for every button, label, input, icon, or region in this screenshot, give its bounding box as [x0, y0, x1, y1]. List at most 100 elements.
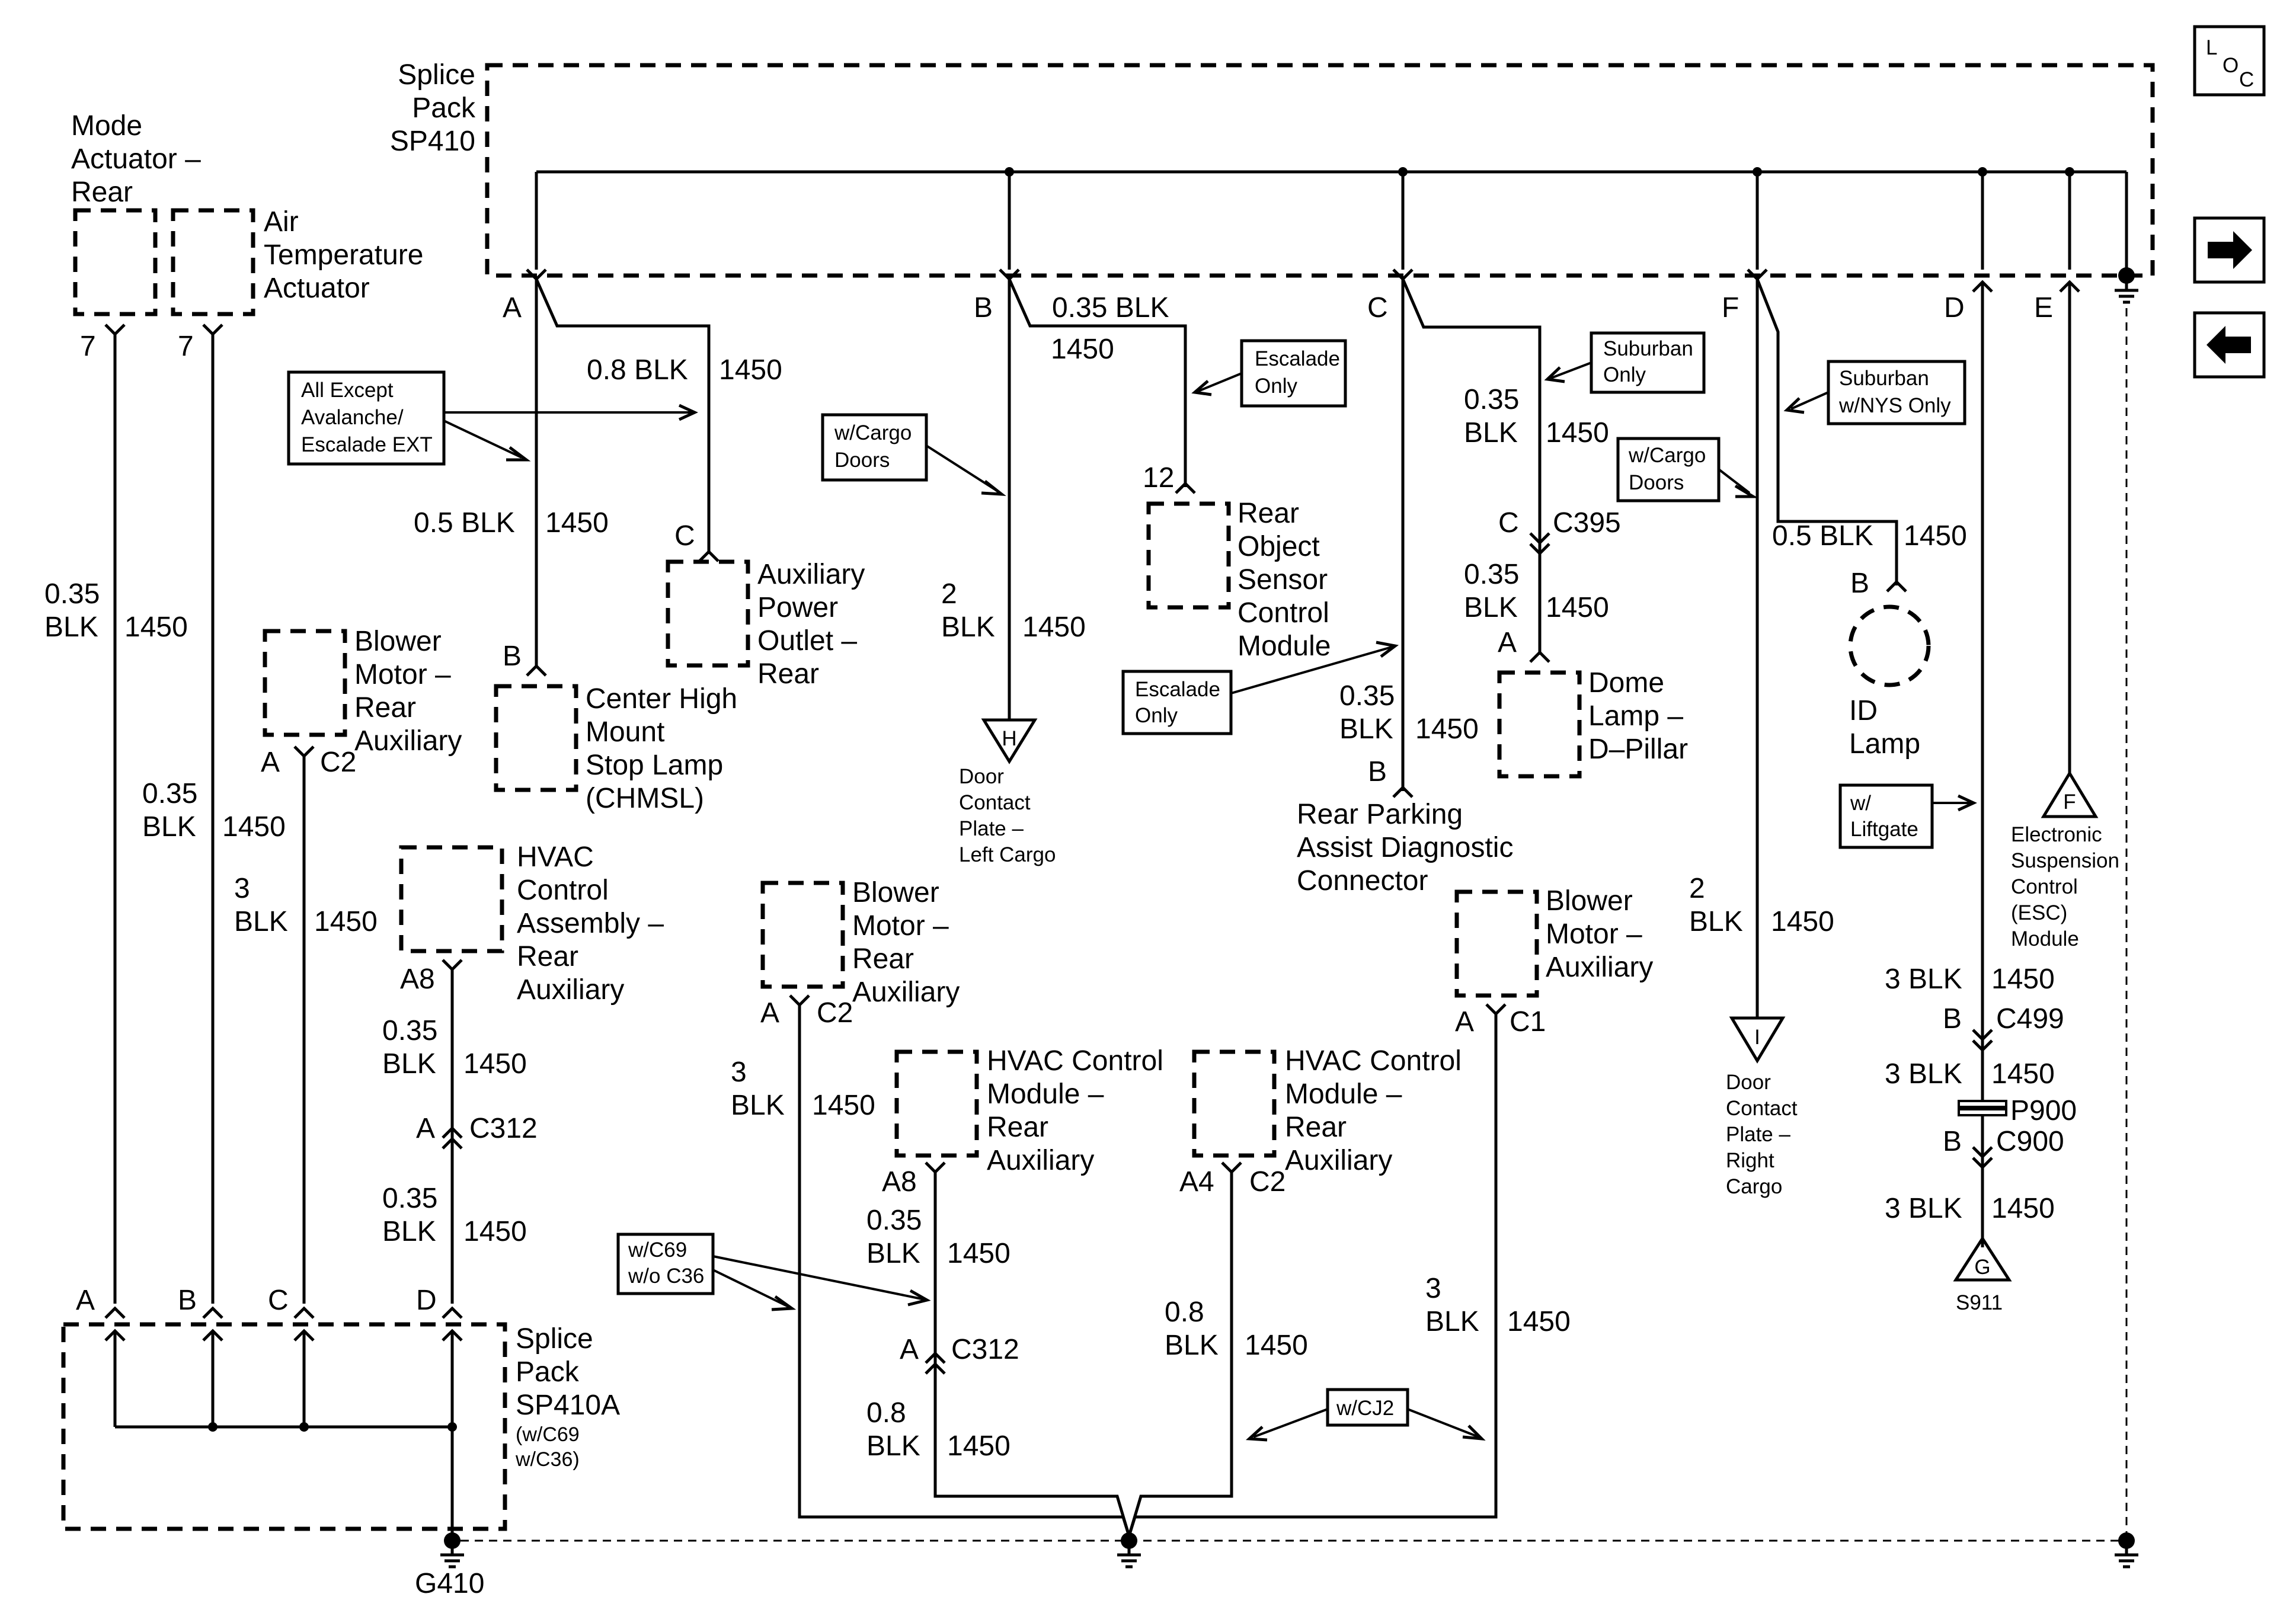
svg-text:1450: 1450	[463, 1216, 527, 1247]
svg-text:Assist Diagnostic: Assist Diagnostic	[1297, 832, 1513, 863]
svg-text:1450: 1450	[1546, 417, 1609, 449]
svg-text:Object: Object	[1237, 531, 1320, 562]
svg-text:A8: A8	[400, 964, 435, 995]
svg-text:Escalade EXT: Escalade EXT	[301, 433, 433, 456]
option-c69-c36: w/C69 w/o C36	[616, 1233, 931, 1311]
svg-text:1450: 1450	[1771, 906, 1834, 937]
svg-text:H: H	[1002, 727, 1016, 750]
svg-text:F: F	[1722, 292, 1739, 324]
hvac-control-assembly-rear-aux: HVAC Control Assembly – Rear Auxiliary A…	[382, 841, 664, 1304]
svg-text:(CHMSL): (CHMSL)	[586, 783, 704, 814]
option-cargo-doors-left: w/Cargo Doors	[821, 413, 1006, 496]
option-cargo-doors-right: w/Cargo Doors	[1616, 437, 1759, 502]
svg-text:BLK: BLK	[1165, 1330, 1219, 1361]
svg-text:A: A	[261, 747, 280, 778]
svg-text:BLK: BLK	[866, 1238, 920, 1269]
svg-text:A: A	[503, 292, 522, 324]
svg-text:BLK: BLK	[941, 612, 995, 643]
svg-text:Avalanche/: Avalanche/	[301, 406, 404, 429]
option-cj2: w/CJ2	[1245, 1388, 1486, 1442]
svg-text:C900: C900	[1996, 1126, 2064, 1157]
svg-text:C395: C395	[1553, 507, 1621, 539]
svg-text:C2: C2	[817, 997, 853, 1029]
svg-text:w/NYS Only: w/NYS Only	[1838, 394, 1951, 417]
loc-button[interactable]: L O C	[2193, 25, 2266, 97]
svg-text:w/o C36: w/o C36	[628, 1265, 704, 1288]
svg-text:SP410A: SP410A	[516, 1390, 620, 1421]
option-escalade-only-top: Escalade Only	[1191, 339, 1347, 408]
svg-text:Actuator: Actuator	[264, 273, 370, 304]
svg-text:BLK: BLK	[866, 1430, 920, 1462]
splice-pack-sp410-label: Splice Pack SP410	[390, 59, 476, 157]
svg-text:Auxiliary: Auxiliary	[987, 1145, 1094, 1176]
svg-text:0.35: 0.35	[142, 778, 197, 809]
svg-text:Rear: Rear	[757, 658, 819, 690]
svg-text:0.5 BLK: 0.5 BLK	[414, 507, 515, 539]
branch-f: 0.5 BLK 1450 2 BLK 1450 I	[1689, 279, 1967, 1064]
svg-text:2: 2	[1689, 873, 1705, 904]
svg-text:Rear: Rear	[71, 177, 133, 208]
svg-text:Temperature: Temperature	[264, 239, 423, 271]
svg-text:Module –: Module –	[1285, 1078, 1402, 1110]
svg-text:Rear: Rear	[1237, 498, 1299, 529]
svg-text:BLK: BLK	[1464, 417, 1518, 449]
svg-text:0.5 BLK: 0.5 BLK	[1772, 520, 1873, 552]
svg-text:Connector: Connector	[1297, 865, 1428, 897]
svg-text:B: B	[1943, 1003, 1962, 1035]
svg-text:Suburban: Suburban	[1839, 367, 1929, 390]
rear-object-sensor-module: 12 Rear Object Sensor Control Module	[1143, 462, 1331, 662]
ground-symbol-top	[2115, 276, 2138, 304]
svg-text:A: A	[760, 997, 779, 1029]
svg-text:A8: A8	[882, 1166, 917, 1198]
svg-text:Center High: Center High	[586, 683, 737, 715]
svg-text:Rear: Rear	[852, 943, 914, 975]
svg-text:Splice: Splice	[516, 1323, 593, 1355]
svg-text:Actuator –: Actuator –	[71, 143, 201, 175]
svg-text:Plate –: Plate –	[959, 817, 1024, 840]
forward-arrow-button[interactable]	[2193, 216, 2266, 284]
svg-text:Motor –: Motor –	[852, 910, 949, 942]
svg-text:1450: 1450	[1991, 964, 2055, 995]
svg-text:Module: Module	[1237, 630, 1331, 662]
svg-text:C312: C312	[469, 1113, 538, 1144]
arrow-right-icon	[2208, 231, 2252, 269]
svg-text:Rear: Rear	[517, 941, 578, 972]
svg-text:G410: G410	[415, 1568, 484, 1599]
svg-text:0.8: 0.8	[1165, 1297, 1204, 1328]
svg-text:1450: 1450	[314, 906, 378, 937]
svg-text:w/CJ2: w/CJ2	[1336, 1397, 1394, 1420]
svg-text:B: B	[503, 641, 522, 672]
dome-lamp-d-pillar: A Dome Lamp – D–Pillar	[1497, 627, 1688, 779]
svg-text:3: 3	[234, 873, 250, 904]
sp410-terminals: A B C F D E	[503, 268, 2080, 324]
door-contact-plate-right: Door Contact Plate – Right Cargo	[1726, 1071, 1798, 1198]
svg-text:HVAC Control: HVAC Control	[987, 1045, 1163, 1077]
svg-text:All Except: All Except	[301, 379, 394, 402]
svg-text:Door: Door	[959, 765, 1004, 788]
svg-text:Liftgate: Liftgate	[1850, 818, 1918, 841]
svg-text:BLK: BLK	[1425, 1306, 1479, 1337]
back-arrow-button[interactable]	[2193, 311, 2266, 379]
svg-text:2: 2	[941, 578, 957, 610]
svg-text:Auxiliary: Auxiliary	[1285, 1145, 1392, 1176]
svg-text:Contact: Contact	[959, 791, 1031, 814]
svg-text:Lamp: Lamp	[1849, 728, 1920, 760]
ground-center	[1117, 1532, 1141, 1569]
svg-text:0.35: 0.35	[382, 1015, 437, 1046]
svg-text:G: G	[1974, 1256, 1990, 1279]
svg-text:Stop Lamp: Stop Lamp	[586, 750, 723, 781]
svg-text:1450: 1450	[812, 1090, 875, 1121]
blower-motor-rear-aux-mid: Blower Motor – Rear Auxiliary A C2 3 BLK…	[731, 877, 1131, 1537]
svg-text:B: B	[1850, 568, 1869, 599]
svg-text:Control: Control	[1237, 597, 1329, 629]
svg-text:D: D	[416, 1285, 437, 1316]
svg-text:7: 7	[178, 331, 194, 362]
svg-text:BLK: BLK	[142, 811, 196, 843]
svg-text:Air: Air	[264, 206, 299, 238]
ground-g410: G410	[415, 1532, 484, 1599]
svg-text:(ESC): (ESC)	[2011, 901, 2067, 924]
svg-text:1450: 1450	[947, 1430, 1011, 1462]
svg-text:C: C	[1367, 292, 1388, 324]
svg-text:C: C	[268, 1285, 289, 1316]
svg-text:BLK: BLK	[1689, 906, 1743, 937]
